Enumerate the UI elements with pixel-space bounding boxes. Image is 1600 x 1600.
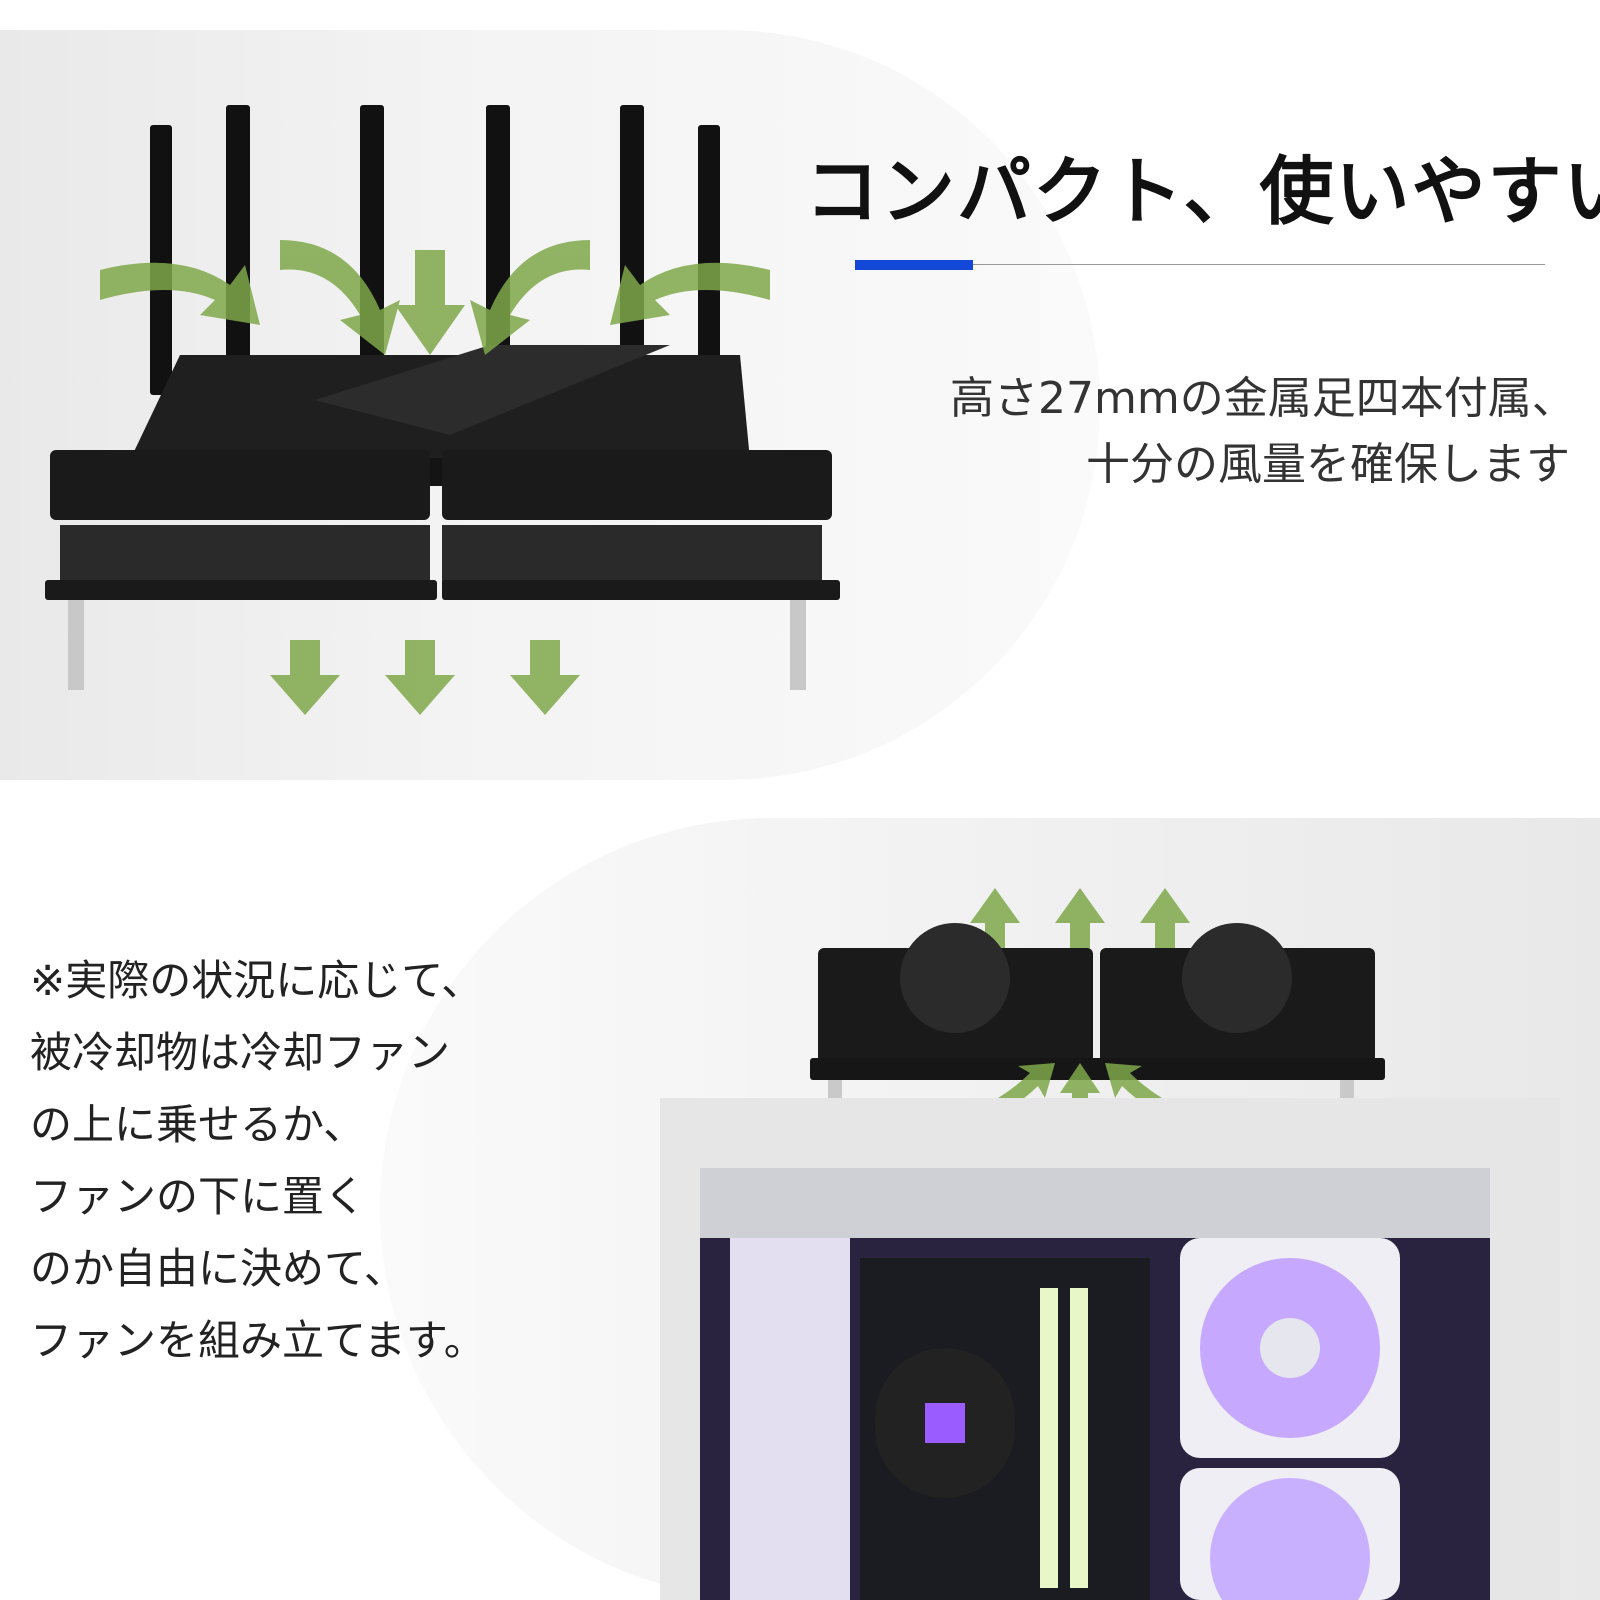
description-line: 十分の風量を確保します bbox=[1086, 439, 1570, 490]
section-title: コンパクト、使いやすい bbox=[805, 149, 1600, 235]
placement-note: ※実際の状況に応じて、 被冷却物は冷却ファン の上に乗せるか、 ファンの下に置く… bbox=[30, 945, 486, 1377]
note-line: ファンを組み立てます。 bbox=[30, 1316, 486, 1365]
fan-on-pc-case-image bbox=[660, 888, 1560, 1600]
note-line: ※実際の状況に応じて、 bbox=[30, 956, 484, 1005]
note-line: 被冷却物は冷却ファン bbox=[30, 1028, 451, 1077]
section-compact: コンパクト、使いやすい 高さ27mmの金属足四本付属、 十分の風量を確保します bbox=[0, 30, 1600, 780]
title-divider bbox=[855, 264, 1545, 265]
router-on-fan-stand-image bbox=[45, 105, 840, 715]
section-description: 高さ27mmの金属足四本付属、 十分の風量を確保します bbox=[950, 366, 1576, 498]
note-line: の上に乗せるか、 bbox=[30, 1100, 366, 1149]
note-line: ファンの下に置く bbox=[30, 1172, 367, 1221]
title-divider-accent bbox=[855, 260, 973, 270]
note-line: のか自由に決めて、 bbox=[30, 1244, 406, 1293]
description-line: 高さ27mmの金属足四本付属、 bbox=[950, 373, 1576, 424]
section-placement: ※実際の状況に応じて、 被冷却物は冷却ファン の上に乗せるか、 ファンの下に置く… bbox=[0, 818, 1600, 1600]
